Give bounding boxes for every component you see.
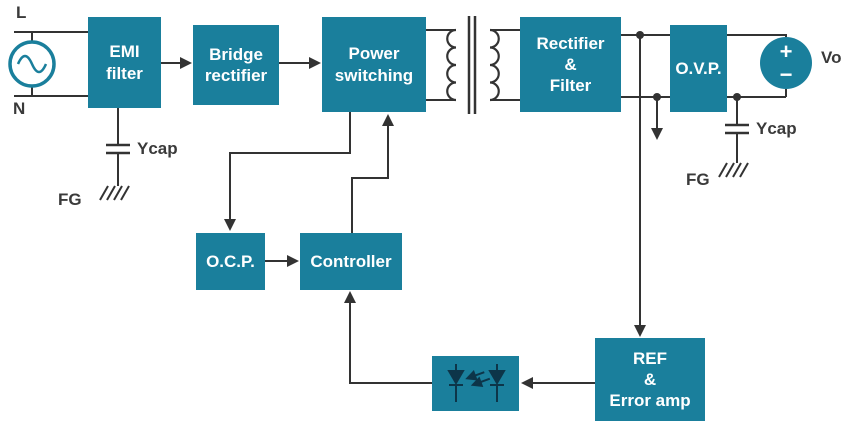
fg-left-ground-icon xyxy=(99,185,130,201)
power-switching-block: Power switching xyxy=(322,17,426,112)
controller-block: Controller xyxy=(300,233,402,290)
ycap-left-label: Ycap xyxy=(137,139,178,158)
ycap-right-label: Ycap xyxy=(756,119,797,138)
optocoupler-icon xyxy=(432,356,519,411)
ocp-block: O.C.P. xyxy=(196,233,265,290)
neutral-label: N xyxy=(13,99,26,118)
ac-source-icon xyxy=(8,40,56,88)
fg-right-ground-icon xyxy=(718,162,749,178)
junction-dots xyxy=(636,31,741,101)
ycap-left-capacitor-icon xyxy=(106,143,130,155)
ycap-right-capacitor-icon xyxy=(725,123,749,135)
arrowheads xyxy=(180,57,663,389)
transformer-icon xyxy=(446,16,500,114)
line-label: L xyxy=(16,3,27,22)
emi-filter-block: EMI filter xyxy=(88,17,161,108)
rectifier-filter-block: Rectifier & Filter xyxy=(520,17,621,112)
minus-label: − xyxy=(780,62,793,87)
plus-label: + xyxy=(780,39,793,64)
fg-left-label: FG xyxy=(58,190,82,209)
dc-output-icon: + − xyxy=(760,37,812,89)
vo-label: Vo xyxy=(821,48,842,67)
fg-right-label: FG xyxy=(686,170,710,189)
ovp-block: O.V.P. xyxy=(670,25,727,112)
ref-error-amp-block: REF & Error amp xyxy=(595,338,705,421)
bridge-rectifier-block: Bridge rectifier xyxy=(193,25,279,105)
